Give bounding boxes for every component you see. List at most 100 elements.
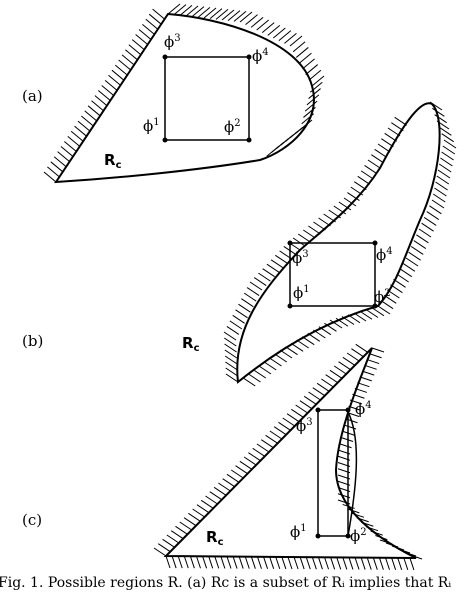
hatch-tick <box>340 437 354 442</box>
region-label-rc-a: Rc <box>104 151 122 171</box>
hatch-tick <box>281 556 287 570</box>
hatch-tick <box>308 88 321 99</box>
hatch-tick <box>215 8 229 20</box>
corner-dot <box>345 407 351 413</box>
hatch-tick <box>437 169 451 179</box>
hatch-tick <box>223 331 237 341</box>
hatch-tick <box>250 556 256 569</box>
hatch-tick <box>175 525 188 535</box>
hatch-tick <box>224 337 237 347</box>
hatch-tick <box>179 4 193 16</box>
cell-rectangle-c <box>317 409 349 537</box>
hatch-tick <box>297 233 311 243</box>
hatch-tick <box>270 259 284 269</box>
hatch-tick <box>261 439 274 449</box>
hatch-tick <box>359 310 373 320</box>
hatch-tick <box>47 166 60 178</box>
hatch-tick <box>192 508 205 518</box>
corner-label-phi2: ϕ2 <box>350 527 367 545</box>
hatch-tick <box>226 473 240 483</box>
hatch-tick <box>438 163 452 173</box>
corner-dot <box>315 533 321 539</box>
hatch-tick <box>60 146 74 157</box>
hatch-tick <box>355 343 368 353</box>
hatch-tick <box>295 47 309 58</box>
hatch-tick <box>152 8 165 20</box>
hatch-tick <box>413 240 427 250</box>
hatch-tick <box>171 555 177 569</box>
hatch-tick <box>111 69 125 81</box>
cell-rectangle-a <box>164 56 250 141</box>
corner-label-phi1: ϕ1 <box>293 284 310 302</box>
hatch-tick <box>336 557 342 570</box>
hatch-tick <box>166 534 180 544</box>
hatch-tick <box>302 58 315 70</box>
boundary-hatching-c <box>153 343 423 571</box>
hatch-tick <box>311 557 317 570</box>
hatch-tick <box>371 154 384 164</box>
hatch-tick <box>317 557 323 570</box>
corner-label-phi3: ϕ3 <box>164 33 181 51</box>
hatch-tick <box>222 478 235 488</box>
hatch-tick <box>170 530 184 540</box>
hatch-tick <box>369 353 382 359</box>
hatch-tick <box>101 85 115 96</box>
hatch-tick <box>299 52 312 64</box>
hatch-tick <box>291 408 304 418</box>
hatch-tick <box>275 556 281 570</box>
panel-label-c: (c) <box>22 511 42 529</box>
corner-label-phi1: ϕ1 <box>143 117 160 135</box>
hatch-tick <box>87 105 101 117</box>
hatch-tick <box>138 29 152 40</box>
hatch-tick <box>409 557 415 571</box>
hatch-tick <box>292 237 306 247</box>
corner-label-phi4: ϕ4 <box>376 246 393 264</box>
hatch-tick <box>221 9 235 21</box>
hatch-tick <box>329 369 343 379</box>
hatch-tick <box>43 171 57 183</box>
hatch-tick <box>185 5 199 17</box>
hatch-tick <box>165 555 171 569</box>
hatch-tick <box>67 135 81 147</box>
hatch-tick <box>196 556 201 569</box>
hatch-tick <box>426 211 440 221</box>
hatch-tick <box>324 557 330 570</box>
cell-rectangle-b <box>289 242 376 307</box>
hatch-tick <box>346 352 360 362</box>
region-label-rc-b: Rc <box>182 334 200 354</box>
hatch-tick <box>359 376 372 382</box>
hatch-tick <box>226 326 240 335</box>
hatch-tick <box>441 151 454 161</box>
hatch-tick <box>230 469 244 479</box>
hatch-tick <box>135 34 148 45</box>
hatch-tick <box>339 443 352 449</box>
hatch-tick <box>145 18 159 30</box>
hatch-tick <box>189 556 195 569</box>
hatch-tick <box>289 35 303 47</box>
hatch-tick <box>287 556 293 570</box>
hatch-tick <box>316 382 330 392</box>
hatch-tick <box>238 556 244 569</box>
hatch-tick <box>244 556 250 569</box>
hatch-tick <box>245 14 258 26</box>
hatch-tick <box>225 373 239 383</box>
hatch-tick <box>114 64 128 76</box>
hatch-tick <box>203 7 217 19</box>
hatch-tick <box>312 387 326 397</box>
hatch-tick <box>125 49 138 61</box>
hatch-tick <box>303 395 317 405</box>
hatch-tick <box>273 27 286 39</box>
hatch-tick <box>121 54 135 66</box>
hatch-tick <box>397 557 403 571</box>
hatch-tick <box>196 504 210 514</box>
hatch-tick <box>304 100 318 112</box>
hatch-tick <box>235 309 248 319</box>
hatch-tick <box>57 151 70 163</box>
hatch-tick <box>440 157 453 167</box>
hatch-tick <box>431 199 445 209</box>
hatch-tick <box>385 557 390 570</box>
hatch-tick <box>274 353 288 363</box>
hatch-tick <box>209 8 223 20</box>
hatch-tick <box>235 465 248 475</box>
